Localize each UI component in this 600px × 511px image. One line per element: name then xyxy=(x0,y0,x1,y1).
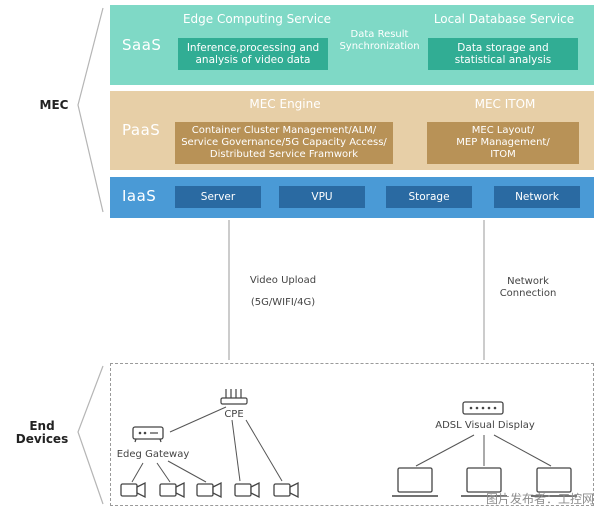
cpe-camera-line xyxy=(245,419,283,482)
edge-gateway-label: Edeg Gateway xyxy=(116,449,190,460)
paas-layer: PaaS MEC Engine Container Cluster Manage… xyxy=(110,91,594,170)
mec-engine-box: Container Cluster Management/ALM/ Servic… xyxy=(175,122,393,164)
mec-itom-box: MEC Layout/ MEP Management/ ITOM xyxy=(427,122,579,164)
video-protocols-label: (5G/WIFI/4G) xyxy=(250,297,316,308)
end-devices-area xyxy=(110,363,594,506)
video-upload-label: Video Upload xyxy=(249,275,317,286)
camera-icon xyxy=(234,481,260,499)
network-connection-label: Network Connection xyxy=(499,276,557,299)
monitor-icon xyxy=(461,467,507,497)
end-devices-bracket xyxy=(77,365,104,505)
camera-icon xyxy=(273,481,299,499)
adsl-monitor-line xyxy=(493,434,552,467)
monitor-icon xyxy=(531,467,577,497)
gateway-camera-line xyxy=(167,460,207,483)
mec-label: MEC xyxy=(39,98,69,112)
watermark: 图片发布者：工控网 xyxy=(485,492,594,506)
local-database-title: Local Database Service xyxy=(433,12,575,26)
adsl-modem-icon xyxy=(462,401,504,415)
local-database-box: Data storage and statistical analysis xyxy=(428,38,578,70)
camera-icon xyxy=(196,481,222,499)
camera-icon xyxy=(159,481,185,499)
paas-layer-name: PaaS xyxy=(122,121,161,139)
iaas-layer-name: IaaS xyxy=(122,187,157,205)
gateway-camera-line xyxy=(131,462,144,483)
mec-itom-title: MEC ITOM xyxy=(474,97,536,111)
iaas-layer: IaaS Server VPU Storage Network xyxy=(110,177,594,218)
iaas-storage-box: Storage xyxy=(386,186,472,208)
adsl-monitor-line xyxy=(415,434,475,467)
cpe-router-icon xyxy=(220,389,248,405)
saas-layer-name: SaaS xyxy=(122,36,162,54)
adsl-label: ADSL Visual Display xyxy=(435,420,535,431)
end-devices-label: End Devices xyxy=(15,419,69,446)
data-sync-label: Data Result Synchronization xyxy=(339,29,420,52)
iaas-server-box: Server xyxy=(175,186,261,208)
saas-layer: SaaS Edge Computing Service Inference,pr… xyxy=(110,5,594,85)
iaas-vpu-box: VPU xyxy=(279,186,365,208)
edge-gateway-icon xyxy=(132,426,164,443)
monitor-icon xyxy=(392,467,438,497)
mec-engine-title: MEC Engine xyxy=(249,97,321,111)
gateway-camera-line xyxy=(156,462,171,483)
edge-computing-box: Inference,processing and analysis of vid… xyxy=(178,38,328,70)
cpe-gateway-line xyxy=(169,406,227,433)
iaas-network-box: Network xyxy=(494,186,580,208)
cpe-camera-line xyxy=(231,419,241,482)
edge-computing-title: Edge Computing Service xyxy=(182,12,332,26)
cpe-label: CPE xyxy=(224,409,244,420)
mec-bracket xyxy=(77,7,104,213)
camera-icon xyxy=(120,481,146,499)
